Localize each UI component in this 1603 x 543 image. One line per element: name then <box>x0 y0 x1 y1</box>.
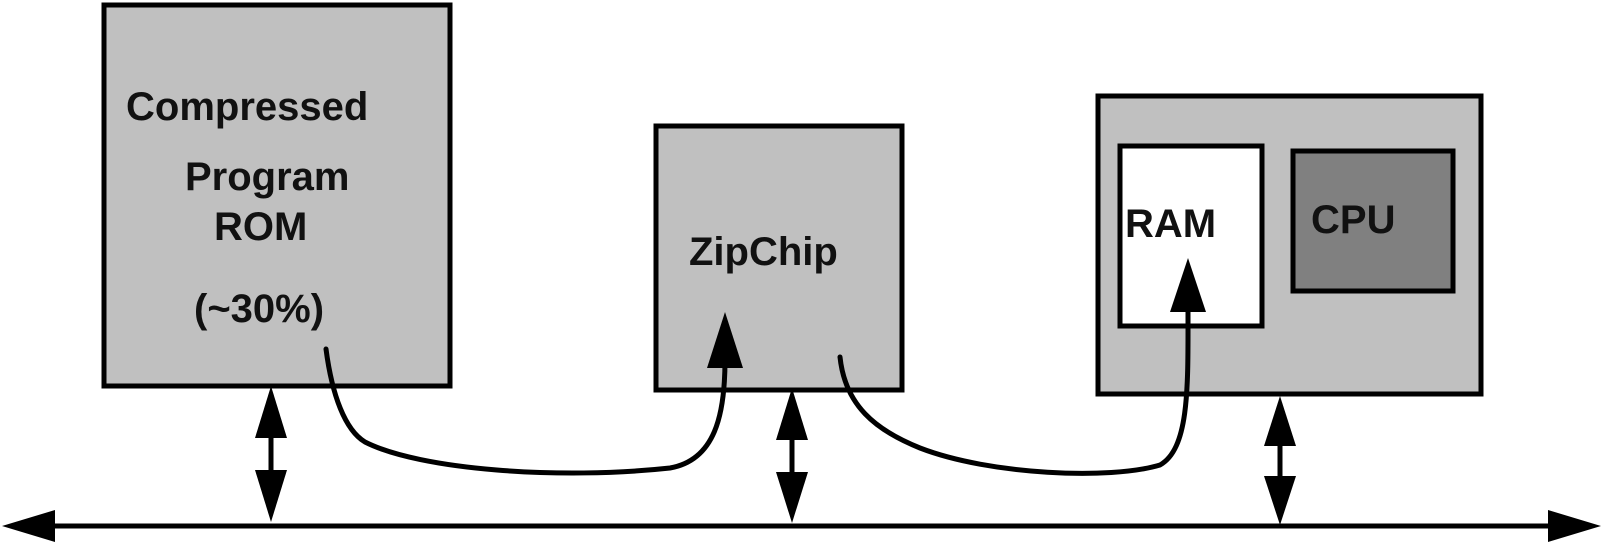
rom-label-line1: Compressed <box>126 85 368 129</box>
zipchip-box <box>653 123 905 393</box>
rom-connector-down-arrowhead <box>255 470 287 522</box>
zipchip-connector-down-arrowhead <box>776 472 808 523</box>
system-bus <box>2 510 1601 542</box>
zipchip-label: ZipChip <box>689 230 838 274</box>
cpu-label: CPU <box>1311 198 1395 242</box>
cpu-box <box>1290 148 1456 294</box>
system-connector-up-arrowhead <box>1264 396 1296 446</box>
zipchip-bus-connector <box>776 388 808 523</box>
system-block: RAM CPU <box>1095 93 1484 397</box>
bus-left-arrowhead <box>2 510 55 542</box>
system-bus-connector <box>1264 396 1296 525</box>
bus-right-arrowhead <box>1548 510 1601 542</box>
rom-label-line4: (~30%) <box>194 287 324 331</box>
zipchip-to-ram-arrowhead <box>1170 258 1206 312</box>
zipchip-to-ram-curve <box>837 302 1191 476</box>
rom-to-zipchip-arrowhead <box>707 312 743 368</box>
rom-box <box>101 2 453 389</box>
rom-to-zipchip-curve <box>323 346 728 476</box>
rom-label-line2: Program <box>185 155 350 199</box>
rom-to-zipchip-flow <box>323 312 743 476</box>
zipchip-block: ZipChip <box>653 123 905 393</box>
zipchip-to-ram-flow <box>837 258 1206 476</box>
ram-label: RAM <box>1125 202 1216 246</box>
rom-block: Compressed Program ROM (~30%) <box>101 2 453 389</box>
rom-label-line3: ROM <box>214 205 307 249</box>
zipchip-connector-up-arrowhead <box>776 388 808 440</box>
system-connector-down-arrowhead <box>1264 476 1296 525</box>
rom-connector-up-arrowhead <box>255 386 287 438</box>
rom-bus-connector <box>255 386 287 522</box>
